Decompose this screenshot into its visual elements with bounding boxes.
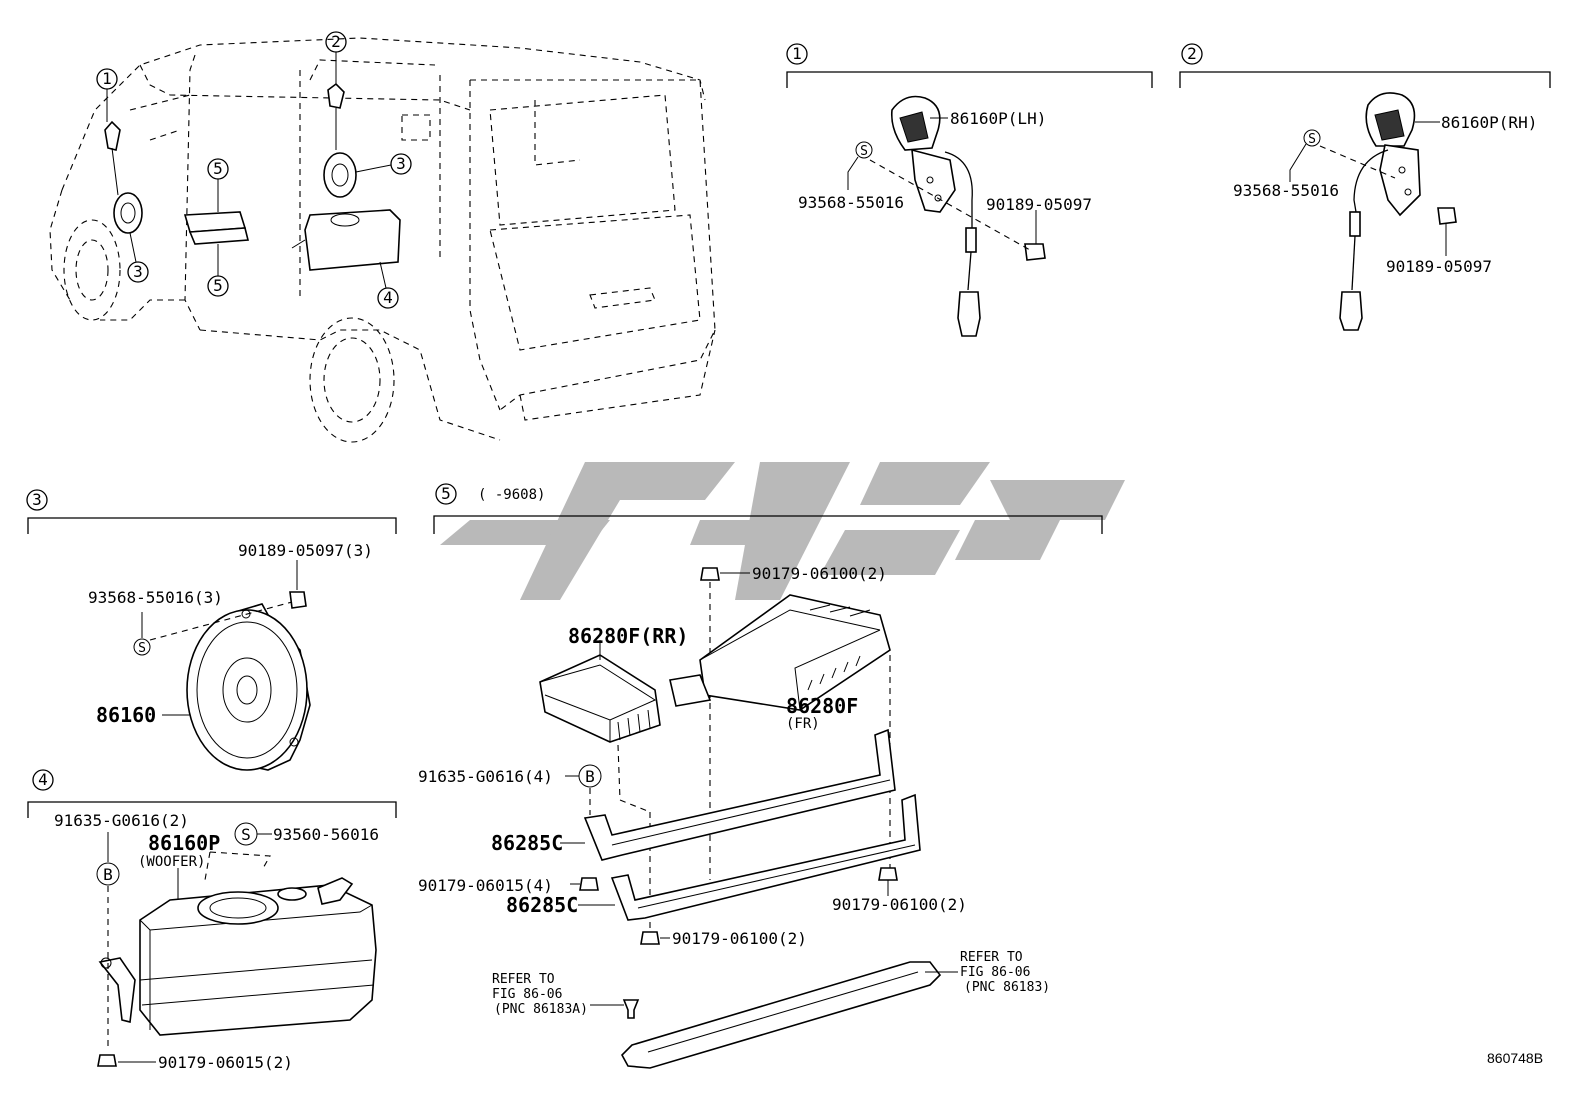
- refer-left-line1: REFER TO: [492, 972, 555, 987]
- van-callout-3b: 3: [133, 262, 143, 281]
- section-2-caption: 2: [1187, 44, 1197, 63]
- section-5-amplifiers: 5 ( -9608) 90179-06100(2) 86280F (FR) 86…: [418, 483, 1103, 1069]
- refer-right-line1: REFER TO: [960, 950, 1023, 965]
- speaker3-label: 86160: [96, 703, 156, 727]
- van-callout-5a: 5: [213, 159, 223, 178]
- nut5c-label: 90179-06100(2): [672, 929, 807, 948]
- screw3-label: 93568-55016(3): [88, 588, 223, 607]
- amp-fr-label: 86280F: [786, 694, 858, 718]
- section-2-tweeter-rh: 2 S 86160P(RH) 93568-55016 90189-05097: [1179, 43, 1551, 331]
- section-5-caption: 5: [441, 484, 451, 503]
- section-3-caption: 3: [32, 490, 42, 509]
- bolt4-label: 91635-G0616(2): [54, 811, 189, 830]
- screw-symbol-3: S: [138, 641, 146, 656]
- nut5a-label: 90179-06015(4): [418, 876, 553, 895]
- rh-speaker-label: 86160P(RH): [1441, 113, 1537, 132]
- clip3-label: 90189-05097(3): [238, 541, 373, 560]
- screw-rh-label: 93568-55016: [1233, 181, 1339, 200]
- screw-symbol-rh: S: [1308, 132, 1316, 147]
- van-callout-1: 1: [102, 69, 112, 88]
- woofer-sub-label: (WOOFER): [138, 854, 205, 870]
- section-4-woofer: 4 91635-G0616(2) B 86160P (WOOFER) S 935…: [27, 769, 397, 1072]
- nut4-label: 90179-06015(2): [158, 1053, 293, 1072]
- section-5-range: ( -9608): [478, 487, 545, 503]
- lh-speaker-label: 86160P(LH): [950, 109, 1046, 128]
- section-3-door-speaker: 3 90189-05097(3) S 93568-55016(3) 86160: [26, 489, 397, 771]
- section-1-tweeter-lh: 1 S 86160P(LH) 93568-55016 90189-05097: [786, 43, 1153, 337]
- screw4-label: 93560-56016: [273, 825, 379, 844]
- nut5b-label: 90179-06100(2): [832, 895, 967, 914]
- amp-fr-sub-label: (FR): [786, 716, 820, 732]
- screw-lh-label: 93568-55016: [798, 193, 904, 212]
- amp-rr-label: 86280F(RR): [568, 624, 688, 648]
- bracket1-label: 86285C: [491, 831, 563, 855]
- bolt-symbol-4: B: [103, 865, 113, 884]
- refer-left-line3: (PNC 86183A): [494, 1002, 588, 1017]
- refer-left-line2: FIG 86-06: [492, 987, 562, 1002]
- section-1-caption: 1: [792, 44, 802, 63]
- van-callout-3a: 3: [396, 154, 406, 173]
- van-overview: 1 2 3 3 4 5 5: [49, 31, 716, 443]
- clip-rh-label: 90189-05097: [1386, 257, 1492, 276]
- clip-lh-label: 90189-05097: [986, 195, 1092, 214]
- woofer-label: 86160P: [148, 831, 220, 855]
- bolt-symbol-5: B: [585, 767, 595, 786]
- bolt5-label: 91635-G0616(4): [418, 767, 553, 786]
- bracket2-label: 86285C: [506, 893, 578, 917]
- refer-right-line2: FIG 86-06: [960, 965, 1030, 980]
- van-callout-2: 2: [331, 32, 341, 51]
- van-callout-4: 4: [383, 288, 393, 307]
- section-4-caption: 4: [38, 770, 48, 789]
- watermark-logo: [440, 462, 1125, 600]
- nut-top5-label: 90179-06100(2): [752, 564, 887, 583]
- screw-symbol-lh: S: [860, 144, 868, 159]
- figure-code: 860748B: [1487, 1050, 1543, 1066]
- screw-symbol-4: S: [241, 825, 251, 844]
- van-callout-5b: 5: [213, 276, 223, 295]
- refer-right-line3: (PNC 86183): [964, 980, 1050, 995]
